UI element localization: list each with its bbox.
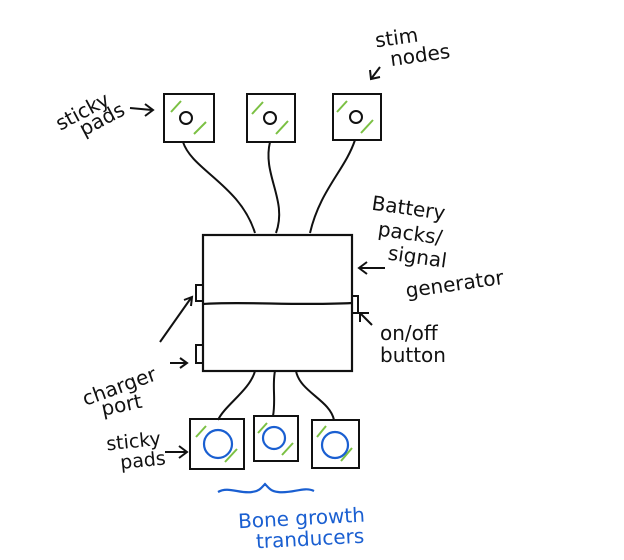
label-on-off-2: button (380, 343, 446, 367)
on-off-button (351, 295, 359, 314)
wire-top-3 (309, 139, 356, 234)
wire-top-2 (267, 141, 281, 234)
arrow-sticky-pads-top (129, 103, 155, 117)
label-stim-nodes-1: stim (373, 23, 419, 53)
label-battery-4: generator (404, 265, 506, 303)
wire-top-1 (182, 141, 256, 234)
transducer-pad-3 (311, 419, 360, 469)
wire-bottom-1 (217, 370, 256, 421)
arrow-charger-upper (159, 295, 194, 343)
transducer-pad-2 (253, 415, 299, 462)
label-bone-growth-2: tranducers (255, 524, 364, 554)
charger-port (195, 284, 204, 364)
arrow-charger-lower (170, 357, 189, 369)
arrow-battery (357, 261, 385, 275)
transducer-pad-1 (189, 418, 245, 470)
arrow-on-off (359, 312, 373, 326)
battery-pack-box (201, 233, 354, 373)
stim-node-pad-1 (163, 93, 215, 143)
stim-node-pad-2 (246, 93, 296, 143)
wire-bottom-2 (272, 370, 276, 417)
label-on-off-1: on/off (380, 321, 439, 345)
stim-node-pad-3 (332, 93, 382, 141)
wire-bottom-3 (295, 370, 335, 421)
transducer-brace (217, 482, 315, 494)
label-sticky-pads-bottom-2: pads (119, 447, 167, 474)
arrow-sticky-pads-bottom (165, 445, 189, 459)
arrow-stim-nodes (369, 66, 381, 81)
